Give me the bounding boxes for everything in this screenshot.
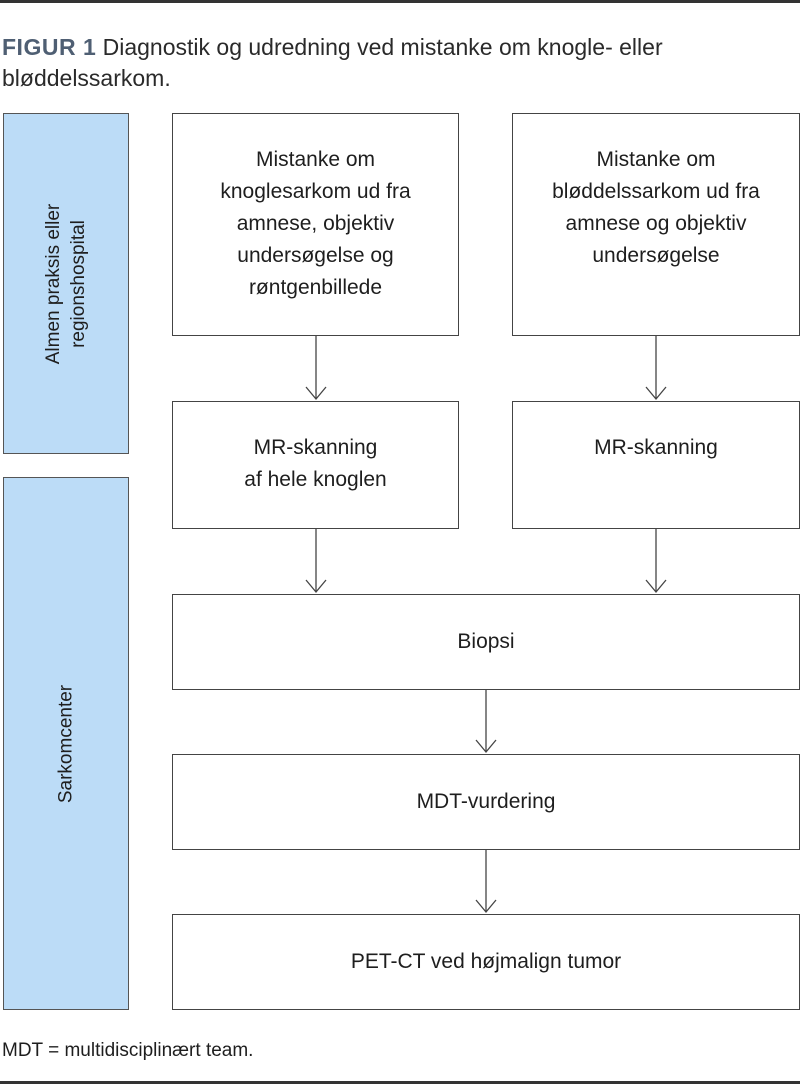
node-bone-suspicion: Mistanke om knoglesarkom ud fra amnese, … [172, 113, 459, 336]
node-mdt-assessment: MDT-vurdering [172, 754, 800, 850]
node-bone-mr: MR-skanning af hele knoglen [172, 401, 459, 529]
figure-title: Diagnostik og udredning ved mistanke om … [2, 34, 663, 91]
arrow-biopsy-to-mdt [475, 690, 497, 754]
arrow-soft-suspicion-to-mr [645, 336, 667, 401]
arrow-bone-mr-to-biopsy [305, 529, 327, 594]
figure-caption: FIGUR 1 Diagnostik og udredning ved mist… [2, 32, 798, 94]
node-soft-tissue-suspicion: Mistanke om bløddelssarkom ud fra amnese… [512, 113, 800, 336]
node-soft-tissue-mr: MR-skanning [512, 401, 800, 529]
node-pet-ct: PET-CT ved højmalign tumor [172, 914, 800, 1010]
sidebar-general-practice: Almen praksis eller regionshospital [3, 113, 129, 454]
node-biopsy: Biopsi [172, 594, 800, 690]
figure-label: FIGUR 1 [2, 34, 97, 60]
top-rule [0, 0, 800, 3]
sidebar-sarcoma-center: Sarkomcenter [3, 477, 129, 1010]
footnote: MDT = multidisciplinært team. [2, 1040, 254, 1061]
arrow-bone-suspicion-to-mr [305, 336, 327, 401]
bottom-rule [0, 1081, 800, 1084]
arrow-mdt-to-petct [475, 850, 497, 914]
arrow-soft-mr-to-biopsy [645, 529, 667, 594]
